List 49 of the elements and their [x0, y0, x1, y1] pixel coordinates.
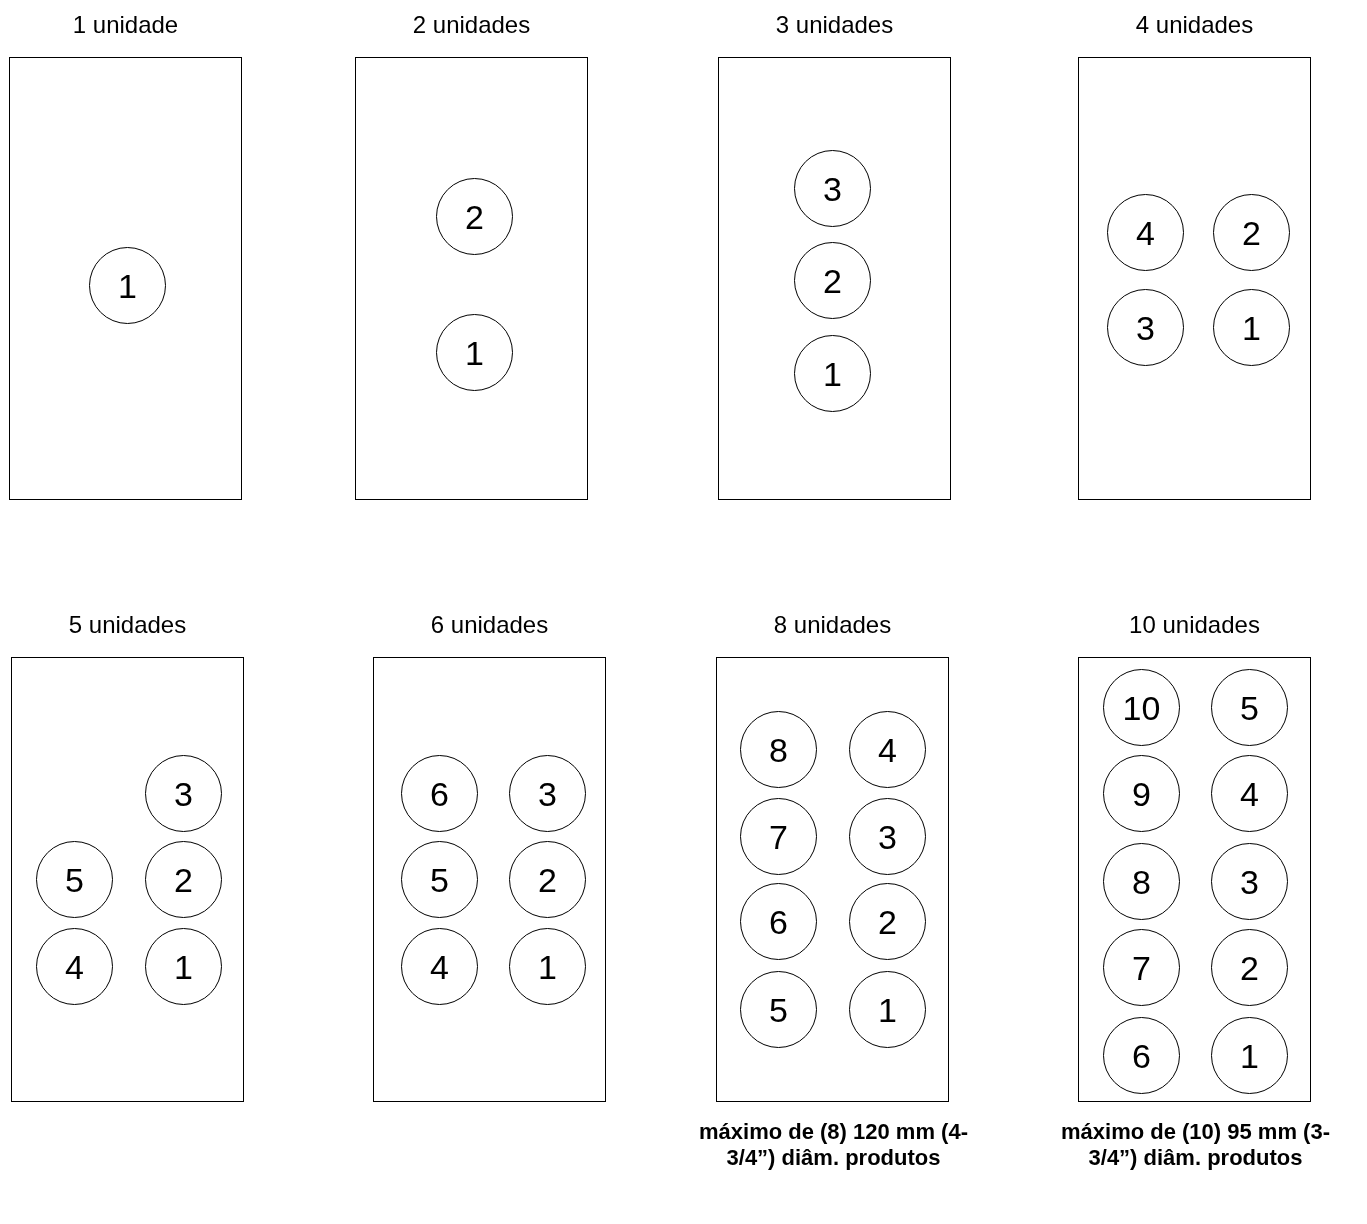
position-number: 7	[769, 819, 788, 854]
box-heading: 6 unidades	[429, 611, 550, 639]
box-heading: 3 unidades	[774, 11, 895, 39]
position-number: 10	[1122, 690, 1161, 725]
position-number: 6	[430, 776, 449, 811]
box-heading: 1 unidade	[71, 11, 180, 39]
position-number: 2	[538, 862, 557, 897]
position-number: 8	[769, 732, 788, 767]
position-number: 2	[465, 199, 484, 234]
position-number: 4	[65, 949, 84, 984]
position-number: 1	[118, 268, 137, 303]
position-number: 2	[878, 904, 897, 939]
position-number: 4	[430, 949, 449, 984]
position-number: 1	[878, 992, 897, 1027]
position-number: 1	[1242, 310, 1261, 345]
position-number: 2	[174, 862, 193, 897]
box-heading: 8 unidades	[772, 611, 893, 639]
box-heading: 5 unidades	[67, 611, 188, 639]
position-number: 6	[1132, 1038, 1151, 1073]
position-number: 1	[174, 949, 193, 984]
position-number: 3	[174, 776, 193, 811]
position-number: 3	[538, 776, 557, 811]
box-heading: 4 unidades	[1134, 11, 1255, 39]
position-number: 1	[1240, 1038, 1259, 1073]
position-number: 5	[65, 862, 84, 897]
position-number: 1	[538, 949, 557, 984]
position-number: 3	[1136, 310, 1155, 345]
position-number: 4	[1136, 215, 1155, 250]
position-number: 3	[823, 171, 842, 206]
position-number: 2	[823, 263, 842, 298]
position-number: 2	[1242, 215, 1261, 250]
position-number: 5	[1240, 690, 1259, 725]
position-number: 8	[1132, 864, 1151, 899]
capacity-note: máximo de (10) 95 mm (3-3/4”) diâm. produtos	[1060, 1119, 1331, 1172]
position-number: 1	[823, 356, 842, 391]
position-number: 5	[769, 992, 788, 1027]
position-number: 4	[1240, 776, 1259, 811]
capacity-note: máximo de (8) 120 mm (4-3/4”) diâm. produtos	[698, 1119, 969, 1172]
position-number: 1	[465, 335, 484, 370]
position-number: 6	[769, 904, 788, 939]
position-number: 4	[878, 732, 897, 767]
box-heading: 2 unidades	[411, 11, 532, 39]
position-number: 2	[1240, 950, 1259, 985]
position-number: 3	[1240, 864, 1259, 899]
position-number: 9	[1132, 776, 1151, 811]
position-number: 5	[430, 862, 449, 897]
position-number: 7	[1132, 950, 1151, 985]
position-number: 3	[878, 819, 897, 854]
box-heading: 10 unidades	[1128, 611, 1261, 639]
